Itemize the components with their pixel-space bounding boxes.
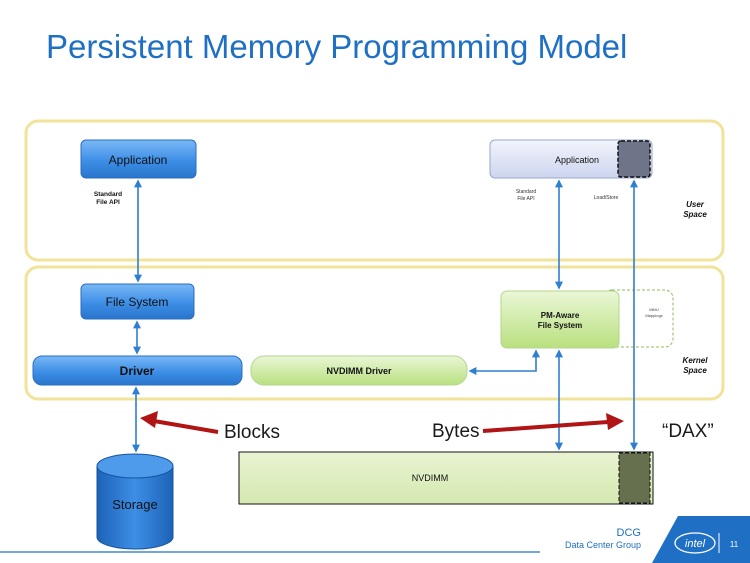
page-title: Persistent Memory Programming Model bbox=[46, 28, 627, 65]
mmu-label-line2: Mappings bbox=[645, 313, 662, 318]
driver-box: Driver bbox=[32, 355, 243, 386]
nvdimm-driver-label: NVDIMM Driver bbox=[326, 366, 392, 376]
right-api-label-line1: Standard bbox=[516, 189, 537, 195]
mmu-mappings-box: MMU Mappings bbox=[603, 289, 674, 348]
pm-fs-label-line1: PM-Aware bbox=[541, 311, 580, 320]
nvdimm-dax-slot bbox=[618, 452, 651, 504]
left-application-box: Application bbox=[80, 139, 197, 179]
kernel-space-label-line1: Kernel bbox=[683, 356, 709, 365]
driver-label: Driver bbox=[120, 364, 155, 378]
left-api-label-line2: File API bbox=[96, 199, 120, 206]
intel-logo: intel bbox=[674, 532, 716, 554]
left-application-label: Application bbox=[109, 153, 168, 167]
load-store-slot bbox=[617, 140, 651, 178]
storage-cylinder: Storage bbox=[96, 453, 174, 550]
footer-blue-bar bbox=[652, 516, 750, 563]
kernel-space-band bbox=[24, 265, 725, 401]
arrow-nvdimm-driver-to-pmfs bbox=[468, 349, 540, 375]
storage-label: Storage bbox=[112, 497, 158, 512]
pm-aware-file-system-box: PM-Aware File System bbox=[500, 290, 620, 349]
file-system-box: File System bbox=[80, 283, 195, 320]
nvdimm-bar: NVDIMM bbox=[238, 451, 654, 505]
nvdimm-driver-box: NVDIMM Driver bbox=[250, 355, 468, 386]
blocks-callout-arrow bbox=[140, 411, 219, 434]
bytes-label: Bytes bbox=[432, 421, 480, 442]
right-application-box: Application bbox=[489, 139, 653, 179]
intel-logo-text: intel bbox=[685, 538, 706, 550]
user-space-label-line2: Space bbox=[683, 210, 707, 219]
right-api-label-line2: File API bbox=[517, 196, 534, 202]
bytes-callout-arrow bbox=[482, 413, 624, 433]
connector-arrows bbox=[132, 179, 638, 453]
page-number: 11 bbox=[730, 540, 739, 549]
nvdimm-label: NVDIMM bbox=[412, 473, 449, 483]
file-system-label: File System bbox=[106, 295, 169, 309]
right-application-label: Application bbox=[555, 155, 599, 165]
user-space-label-line1: User bbox=[686, 200, 705, 209]
footer-group-short: DCG bbox=[617, 527, 641, 539]
user-space-band bbox=[24, 119, 725, 262]
left-api-label-line1: Standard bbox=[94, 191, 122, 198]
dax-label: “DAX” bbox=[662, 421, 714, 442]
load-store-label: Load/Store bbox=[594, 195, 619, 201]
pm-fs-label-line2: File System bbox=[538, 321, 582, 330]
kernel-space-label-line2: Space bbox=[683, 366, 707, 375]
mmu-label-line1: MMU bbox=[649, 307, 659, 312]
blocks-label: Blocks bbox=[224, 422, 280, 443]
footer-group-long: Data Center Group bbox=[565, 540, 641, 550]
